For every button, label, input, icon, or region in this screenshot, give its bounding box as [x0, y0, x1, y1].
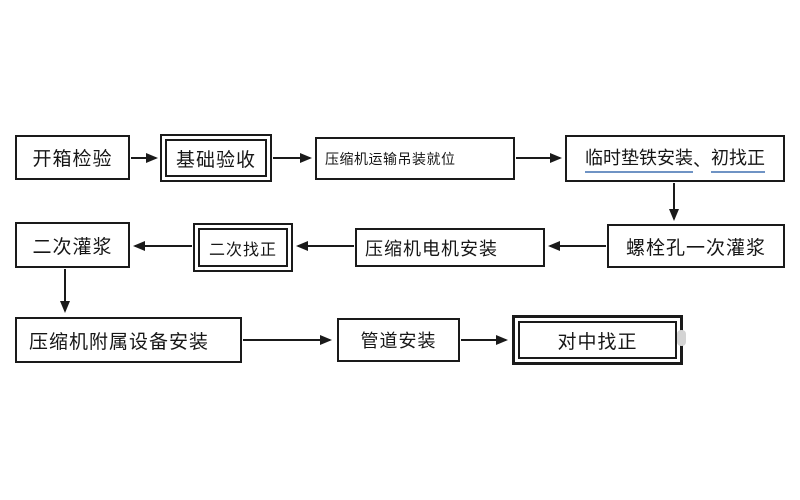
flow-node-label-underlined: 临时垫铁安装: [585, 144, 693, 173]
flow-node-label: 二次灌浆: [32, 236, 113, 258]
flow-node-label: 开箱检验: [32, 149, 113, 170]
flow-node-secondary-grouting: 二次灌浆: [15, 222, 130, 268]
flow-node-foundation-acceptance: 基础验收: [160, 134, 272, 182]
flow-node-auxiliary-equipment: 压缩机附属设备安装: [15, 317, 242, 363]
flow-node-bolt-hole-first-grouting: 螺栓孔一次灌浆: [607, 224, 785, 268]
flow-node-label: 二次找正: [208, 241, 277, 259]
flow-node-label: 基础验收: [175, 149, 256, 171]
flow-node-label: 压缩机电机安装: [365, 238, 498, 259]
flow-node-inner-frame: 二次找正: [198, 228, 288, 267]
flow-node-motor-installation: 压缩机电机安装: [355, 228, 545, 267]
flow-node-label: 管道安装: [360, 331, 437, 351]
flow-node-label: 对中找正: [557, 331, 638, 353]
flow-node-secondary-alignment: 二次找正: [193, 223, 293, 272]
flow-node-inner-frame: 对中找正: [518, 321, 677, 359]
flow-node-label-separator: 、: [693, 149, 711, 170]
flow-node-temp-pads-initial-align: 临时垫铁安装、初找正: [565, 135, 785, 182]
flow-node-piping-installation: 管道安装: [337, 318, 460, 362]
flow-node-centering-alignment: 对中找正: [512, 315, 683, 365]
flow-node-inner-frame: 基础验收: [165, 139, 267, 177]
flow-node-label: 压缩机运输吊装就位: [325, 150, 456, 167]
flow-node-label: 螺栓孔一次灌浆: [625, 237, 766, 259]
flow-node-transport-hoisting: 压缩机运输吊装就位: [315, 137, 515, 180]
flow-node-label: 压缩机附属设备安装: [29, 331, 210, 353]
flow-node-unbox-inspection: 开箱检验: [15, 135, 130, 180]
gray-notch-artifact: [677, 330, 686, 346]
flow-node-label-underlined: 初找正: [711, 144, 765, 173]
